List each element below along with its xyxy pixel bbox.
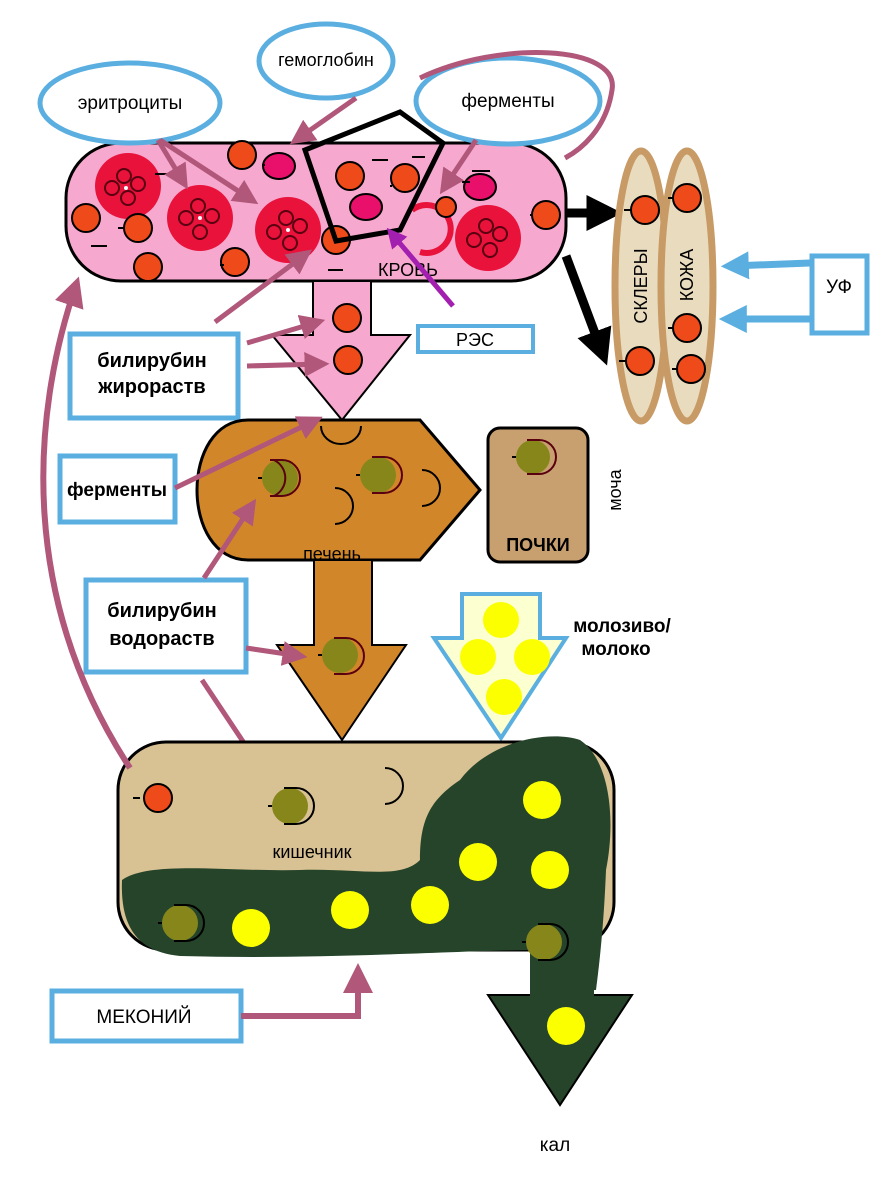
enzymes-left-box: ферменты [57, 453, 178, 525]
uv-arrow-upper [720, 251, 811, 280]
urine-label: моча [605, 468, 625, 510]
rbc [95, 153, 161, 219]
hemoglobin-group [262, 152, 497, 221]
colostrum-line2: молоко [581, 639, 650, 660]
bilirubin-fat-soluble-box: билирубин жирораств [67, 331, 241, 421]
enzymes-recycle-arrow [418, 50, 615, 161]
bilirubin-fat-line2: жирораств [97, 376, 205, 398]
hemoglobin-molecule [463, 173, 497, 201]
intestine-free-bilirubin [143, 783, 173, 813]
bilirubin-molecule [133, 252, 163, 282]
bilirubin-in-transit [332, 303, 363, 375]
hemoglobin-label: гемоглобин [278, 50, 374, 70]
tissue-dashes [619, 197, 677, 370]
bubble-to-blood-arrows [155, 95, 479, 205]
bilirubin-fat-line1: билирубин [97, 350, 206, 372]
meconium-arrow [241, 963, 373, 1019]
liver-conjugated-bilirubin [262, 425, 441, 525]
bilirubin-water-line2: водораств [109, 628, 214, 650]
fat-bilirubin-arrows [213, 249, 330, 377]
bilirubin-molecule [390, 163, 420, 193]
colostrum-line1: молозиво/ [573, 616, 671, 637]
res-label: РЭС [456, 330, 494, 350]
meconium-label: МЕКОНИЙ [96, 1006, 191, 1028]
hemoglobin-bubble: гемоглобин [256, 21, 396, 101]
milk-arrow [430, 592, 570, 742]
bilirubin-molecule [335, 161, 365, 191]
enzymes-top-bubble: ферменты [413, 55, 603, 147]
bilirubin-molecule [227, 140, 257, 170]
erythrocytes-bubble: эритроциты [37, 60, 223, 146]
res-to-macrophage-arrow [386, 227, 455, 308]
feces-label: кал [540, 1135, 570, 1156]
liver [195, 418, 482, 562]
skin-band: КОЖА [657, 147, 717, 425]
enzymes-to-liver-arrow [173, 416, 323, 491]
sclera-label: СКЛЕРЫ [631, 248, 651, 323]
kidneys-label: ПОЧКИ [506, 535, 570, 555]
blood-label: КРОВЬ [378, 260, 438, 280]
liver-dashes [258, 474, 360, 479]
bilirubin-molecule [123, 213, 153, 243]
blood-to-skin-arrow [561, 254, 612, 366]
hemoglobin-molecule [349, 193, 383, 221]
tissue-bilirubin [625, 183, 706, 384]
res-macrophage-outline [301, 109, 447, 244]
erythrocytes-label: эритроциты [78, 93, 183, 114]
kidneys: ПОЧКИ [486, 426, 590, 564]
enzymes-left-label: ферменты [67, 480, 167, 501]
rbc [167, 185, 233, 251]
bilirubin-water-soluble-box: билирубин водораств [83, 577, 249, 675]
meconium-box: МЕКОНИЙ [49, 988, 244, 1044]
skin-label: КОЖА [677, 249, 697, 302]
intestine-conjugated [158, 767, 569, 961]
hemoglobin-molecule [262, 152, 296, 180]
uv-box: УФ [809, 253, 870, 336]
rbc [255, 197, 321, 263]
bilirubin-water-line1: билирубин [107, 600, 216, 622]
bilirubin-molecule [435, 196, 457, 218]
milk-droplets [460, 602, 550, 715]
enterohepatic-arrow [40, 276, 133, 770]
res-box: РЭС [416, 324, 535, 354]
enzymes-top-label: ферменты [461, 91, 554, 112]
rbc-group [95, 153, 521, 271]
uv-label: УФ [826, 277, 852, 298]
bilirubin-molecule [220, 247, 250, 277]
bilirubin-molecule [71, 203, 101, 233]
intestine-milk-droplets [232, 781, 585, 1045]
rbc [455, 205, 521, 271]
bilirubin-molecule [531, 200, 561, 230]
intestine-label: кишечник [272, 842, 351, 862]
broken-rbc [410, 201, 454, 256]
